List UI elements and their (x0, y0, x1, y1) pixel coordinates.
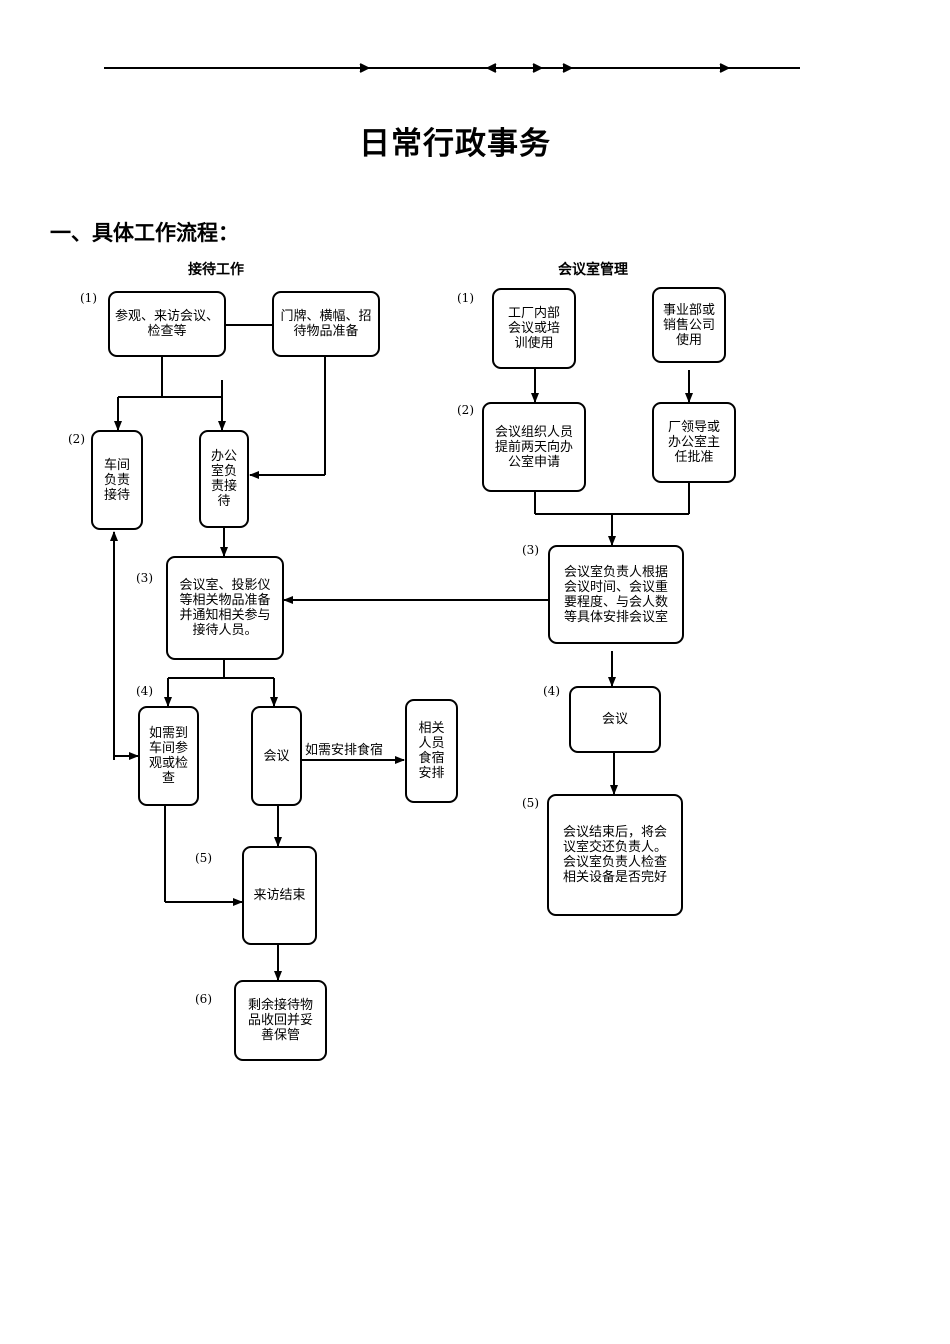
reception-step-1: (1) (80, 291, 97, 305)
header-rule (104, 63, 800, 73)
reception-step-6: (6) (195, 992, 212, 1006)
reception-heading: 接待工作 (188, 262, 244, 278)
box-lodging: 相关人员食宿安排 (405, 699, 458, 803)
meeting-step-3: (3) (522, 543, 539, 557)
box-visit: 参观、来访会议、检查等 (108, 291, 226, 357)
reception-step-5: (5) (195, 851, 212, 865)
reception-step-4: (4) (136, 684, 153, 698)
meeting-step-2: (2) (457, 403, 474, 417)
box-signs: 门牌、横幅、招待物品准备 (272, 291, 380, 357)
meeting-step-4: (4) (543, 684, 560, 698)
box-approve: 厂领导或办公室主任批准 (652, 402, 736, 483)
edge-label-lodging: 如需安排食宿 (305, 743, 384, 758)
box-factory-use: 工厂内部会议或培训使用 (492, 288, 576, 369)
box-meeting: 会议 (251, 706, 302, 806)
meeting-step-1: (1) (457, 291, 474, 305)
box-prepare: 会议室、投影仪等相关物品准备并通知相关参与接待人员。 (166, 556, 284, 660)
box-visit-end: 来访结束 (242, 846, 317, 945)
reception-step-2: (2) (68, 432, 85, 446)
box-tour: 如需到车间参观或检查 (138, 706, 199, 806)
box-apply: 会议组织人员提前两天向办公室申请 (482, 402, 586, 492)
box-arrange: 会议室负责人根据会议时间、会议重要程度、与会人数等具体安排会议室 (548, 545, 684, 644)
meeting-step-5: (5) (522, 796, 539, 810)
meeting-room-heading: 会议室管理 (558, 262, 628, 278)
box-after-meeting: 会议结束后，将会议室交还负责人。会议室负责人检查相关设备是否完好 (547, 794, 683, 916)
reception-step-3: (3) (136, 571, 153, 585)
page-title: 日常行政事务 (359, 126, 551, 162)
box-meeting-room-meeting: 会议 (569, 686, 661, 753)
box-storage: 剩余接待物品收回并妥善保管 (234, 980, 327, 1061)
box-workshop: 车间负责接待 (91, 430, 143, 530)
box-division-use: 事业部或销售公司使用 (652, 287, 726, 363)
section-heading: 一、具体工作流程： (50, 221, 239, 245)
box-office: 办公室负责接待 (199, 430, 249, 528)
